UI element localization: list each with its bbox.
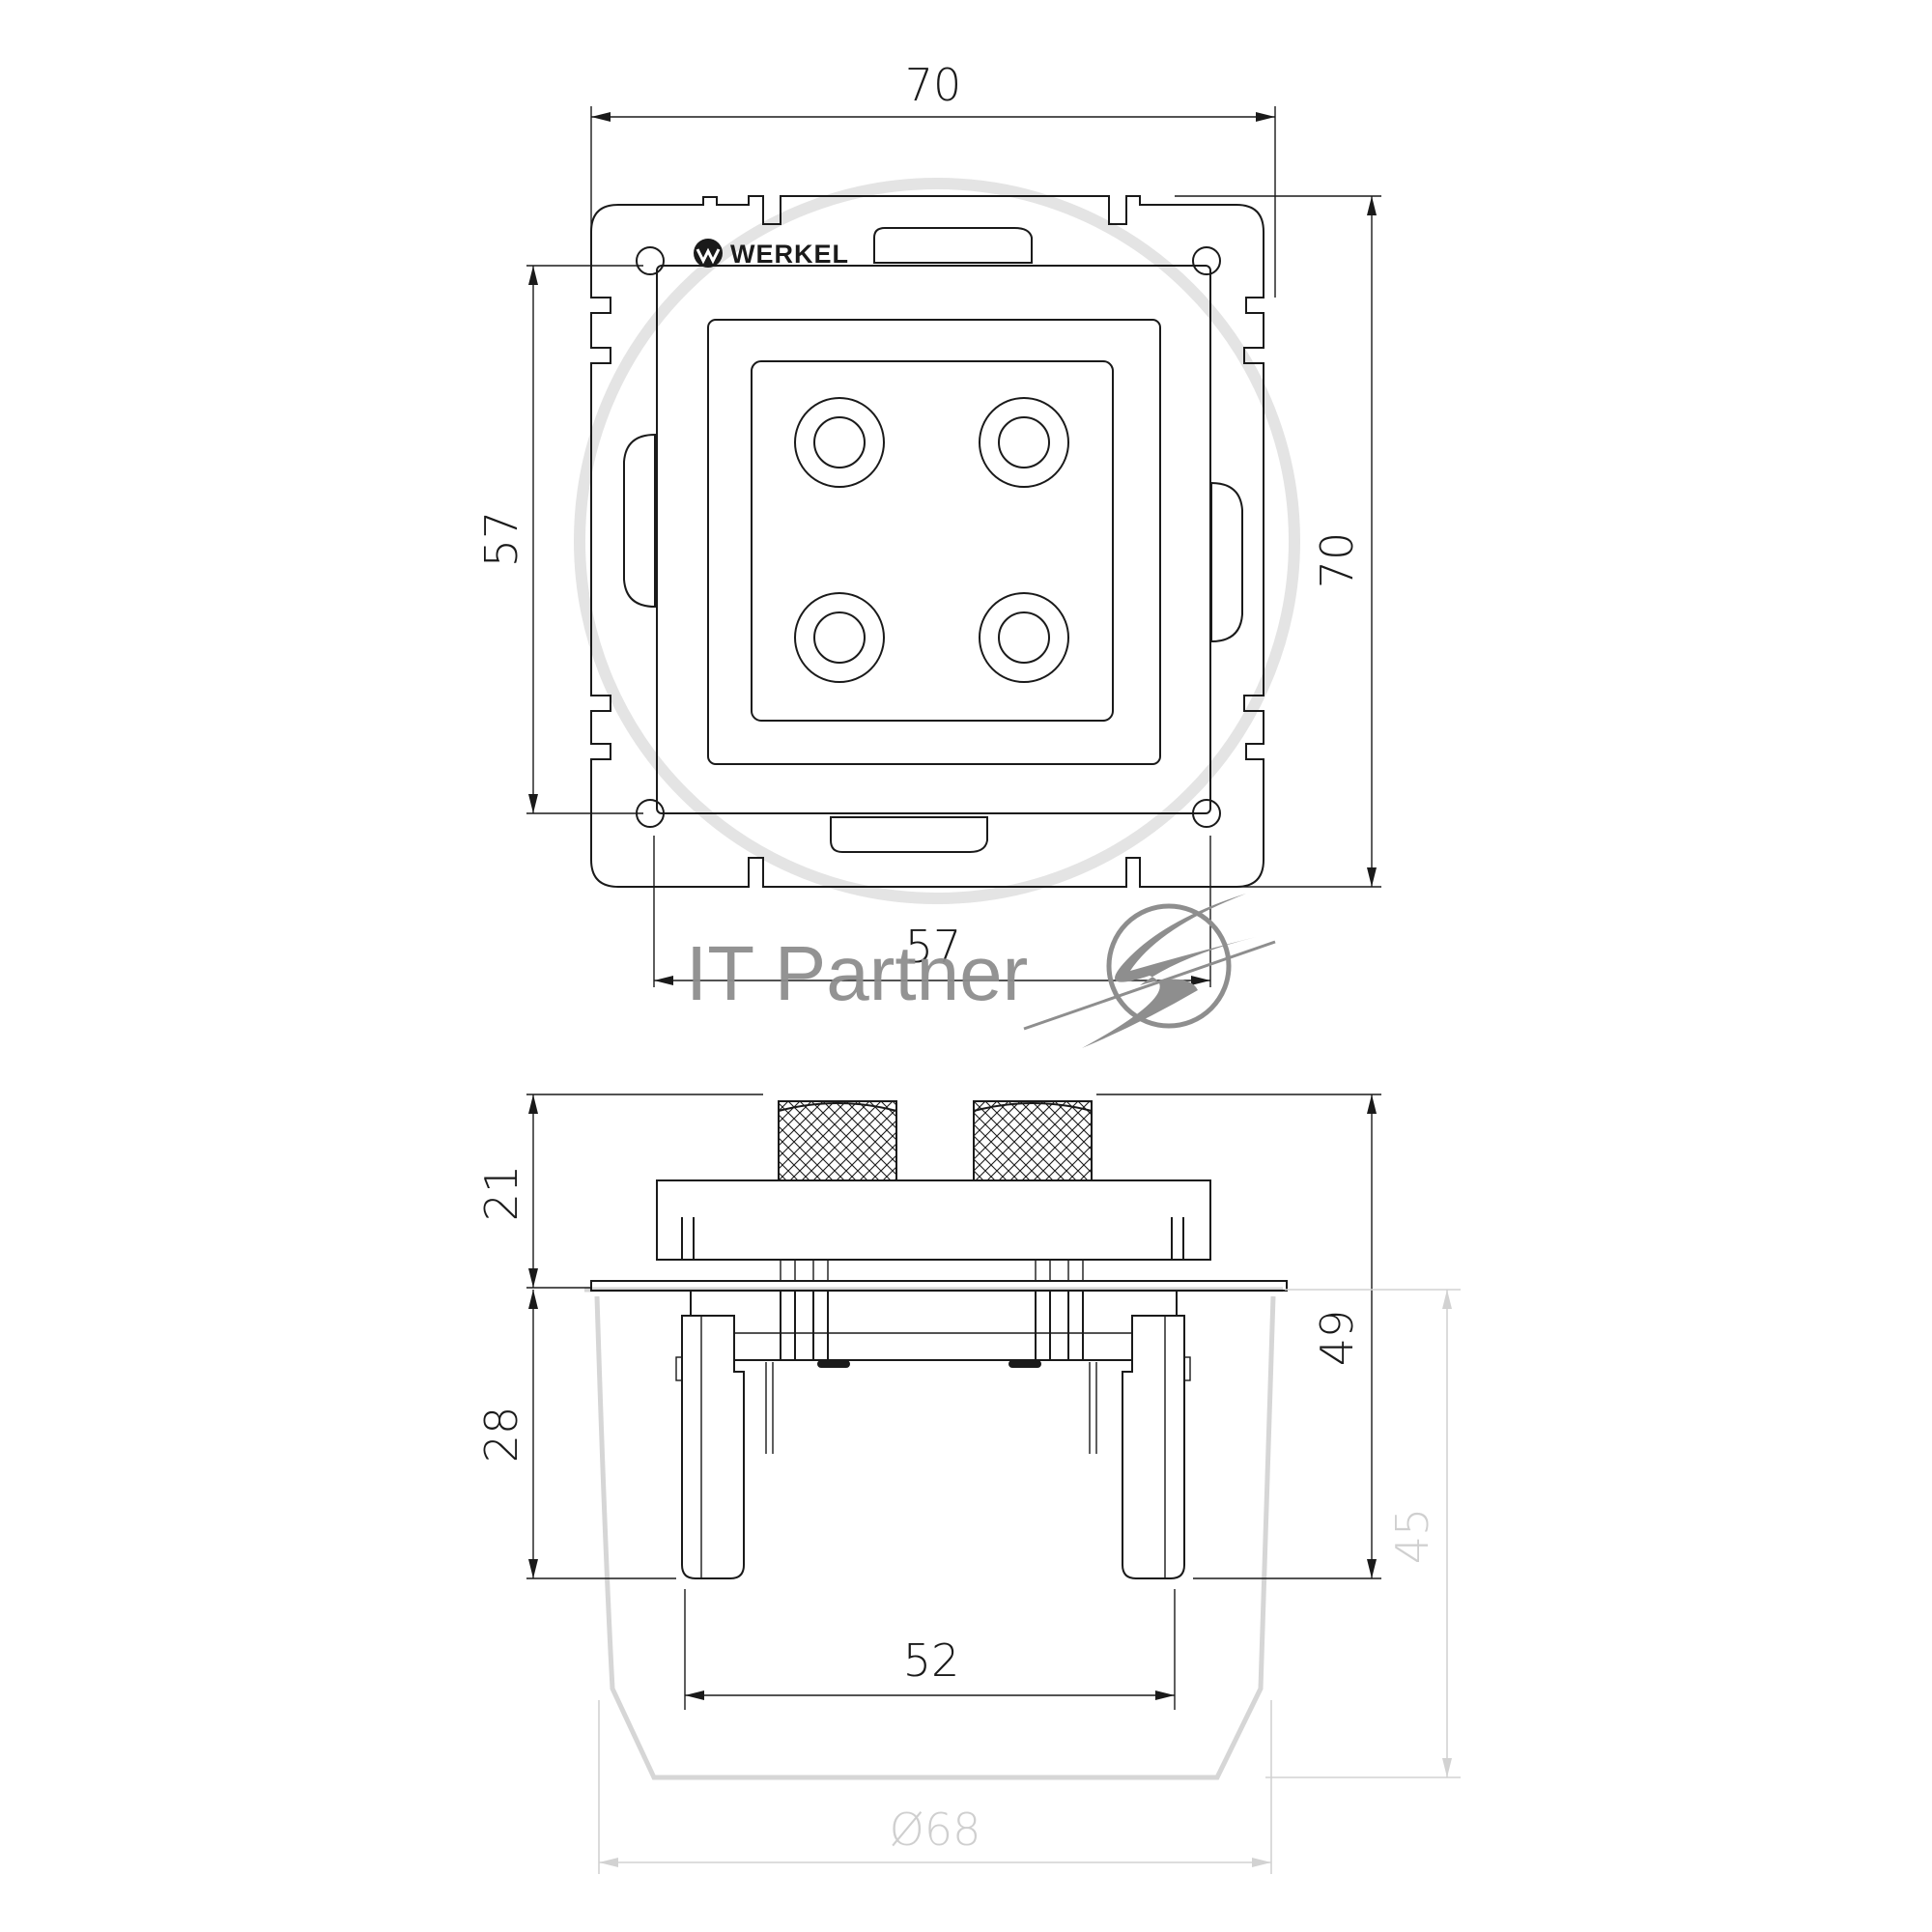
mounting-circle: [574, 178, 1300, 904]
cover-side: [656, 1179, 1211, 1261]
terminal: [979, 397, 1069, 488]
watermark: IT Partner: [686, 894, 1276, 1048]
dimension-label: 52: [903, 1634, 960, 1687]
mechanism-body: [690, 1291, 1178, 1361]
dimension-side-total: 49: [1096, 1094, 1381, 1579]
frame-plate: [590, 195, 1264, 888]
side-view: 21 28 49 52 45: [475, 1094, 1461, 1874]
dimension-label: 21: [475, 1165, 527, 1222]
dimension-label: 70: [905, 59, 962, 111]
brand-logo: WERKEL: [694, 239, 849, 269]
watermark-text: IT Partner: [686, 930, 1028, 1016]
dimension-label: 49: [1311, 1310, 1363, 1367]
terminal: [979, 592, 1069, 683]
dimension-bottom-width: 57: [653, 836, 1211, 987]
terminal: [794, 592, 885, 683]
latch-bottom: [830, 816, 988, 853]
dimension-side-top: 21: [475, 1094, 763, 1289]
dimension-label: Ø68: [890, 1804, 981, 1856]
clamp-tab-right: [1210, 481, 1243, 643]
dimension-left-height: 57: [475, 265, 643, 814]
claw-right: [1122, 1315, 1185, 1579]
dimension-label: 57: [905, 921, 962, 973]
frame-side: [590, 1280, 1288, 1292]
dimension-box-depth: 45: [1265, 1289, 1461, 1778]
clamp-tab-left: [623, 433, 656, 609]
cover-plate: [656, 265, 1211, 814]
mounting-box-outline: [584, 1287, 1283, 1780]
latch-top: [873, 227, 1033, 264]
dimension-inner-width: 52: [684, 1589, 1176, 1710]
dimension-label: 57: [475, 511, 527, 568]
terminal: [794, 397, 885, 488]
front-view: WERKEL 70 57: [475, 59, 1381, 987]
screw-hole-top-right: [1192, 246, 1221, 275]
inner-frame: [707, 319, 1161, 765]
dimension-box-diameter: Ø68: [598, 1700, 1272, 1874]
terminal-panel: [751, 360, 1114, 722]
dimension-label: 70: [1311, 532, 1363, 589]
dimension-side-bottom: 28: [475, 1290, 676, 1579]
screw-hole-top-left: [636, 246, 665, 275]
dimension-right-height: 70: [1175, 195, 1381, 888]
knob-right: [973, 1100, 1093, 1181]
dimension-top-width: 70: [590, 59, 1276, 298]
dimension-label: 45: [1386, 1508, 1438, 1565]
knob-left: [778, 1100, 897, 1181]
dimension-label: 28: [475, 1406, 527, 1463]
brand-label: WERKEL: [730, 240, 849, 269]
watermark-logo-icon: [1023, 894, 1276, 1048]
claw-left: [681, 1315, 745, 1579]
